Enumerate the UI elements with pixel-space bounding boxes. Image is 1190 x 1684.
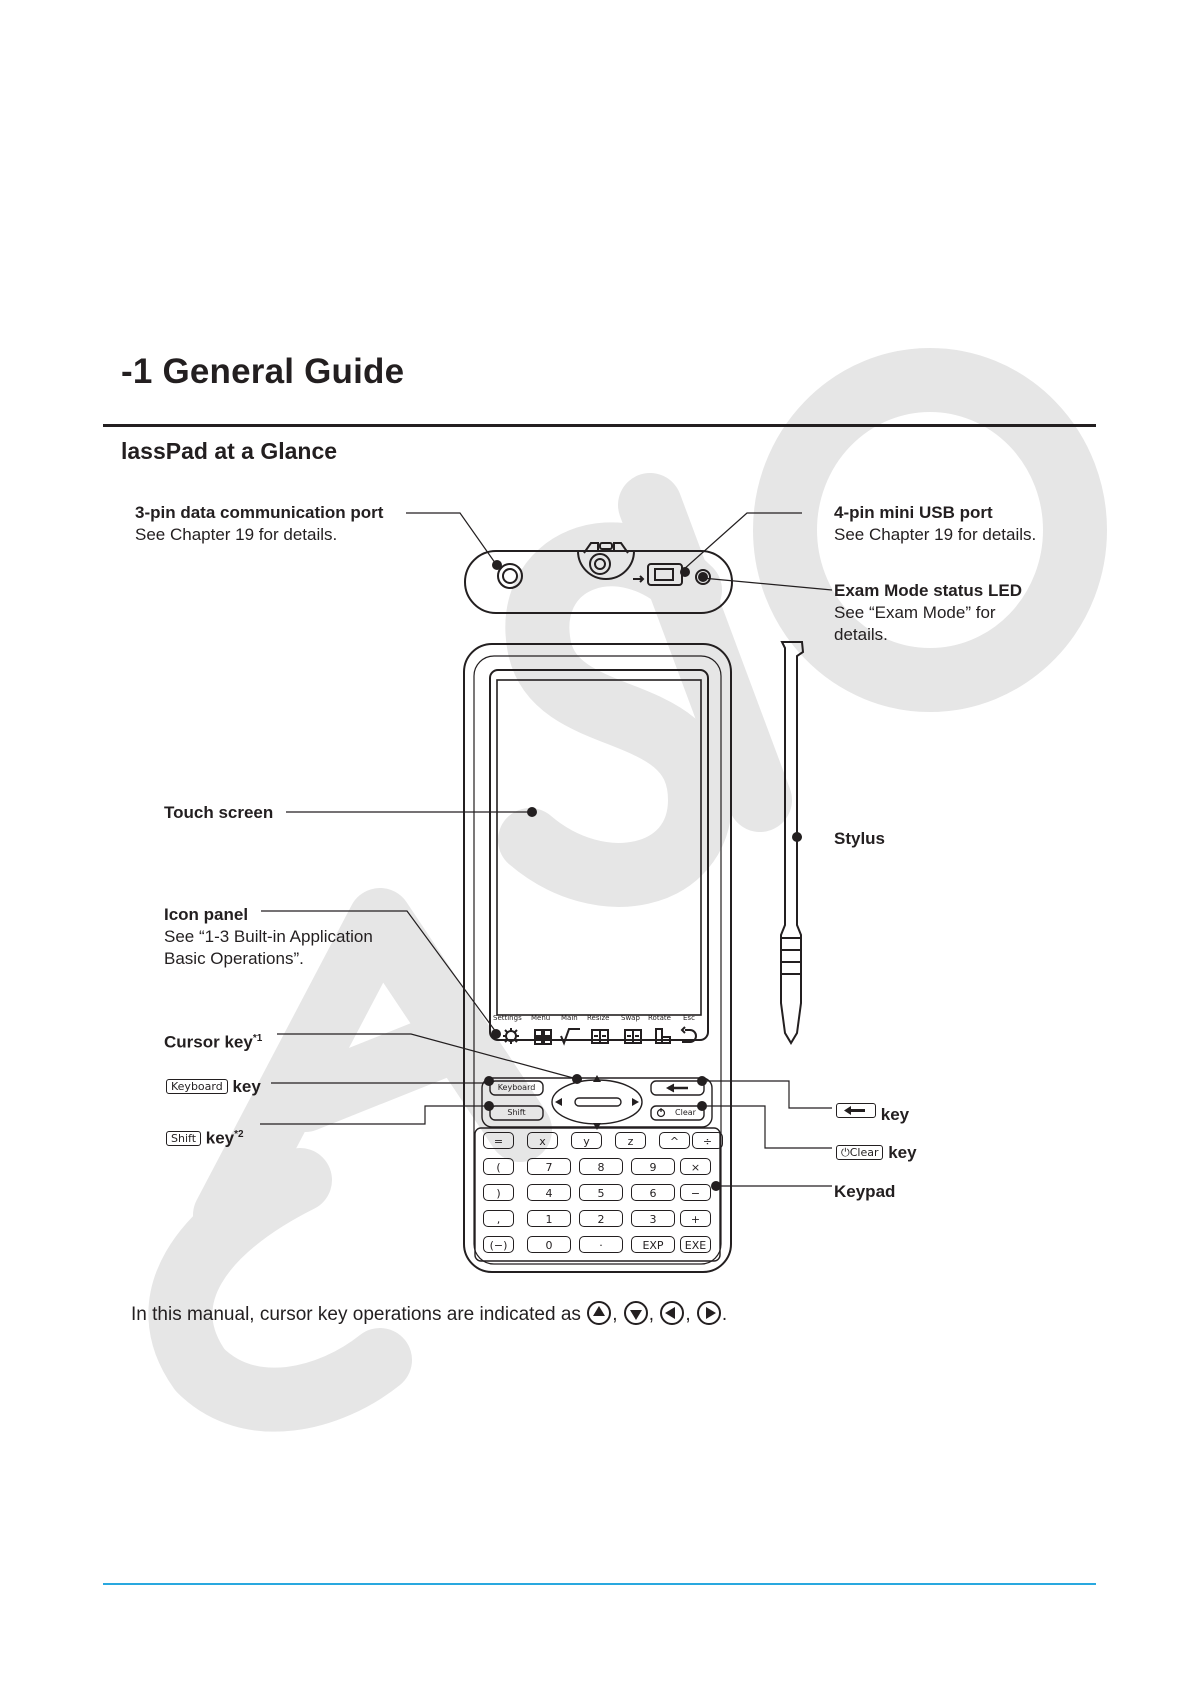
label-stylus-title: Stylus [834, 829, 886, 848]
label-keypad: Keypad [834, 1181, 895, 1203]
label-keyboard-key: Keyboard key [166, 1076, 261, 1098]
label-cursor-title: Cursor key [164, 1032, 253, 1052]
label-keypad-title: Keypad [834, 1182, 896, 1201]
keypad-key[interactable]: 0 [527, 1236, 571, 1253]
cursor-note-text: In this manual, cursor key operations ar… [131, 1304, 581, 1325]
cursor-note-sep-2: , [648, 1304, 655, 1325]
keypad-key[interactable]: (−) [483, 1236, 514, 1253]
label-led-desc-2: details. [834, 625, 888, 644]
shift-key[interactable]: Shift [507, 1108, 526, 1117]
keypad-key[interactable]: x [527, 1132, 558, 1149]
keypad-key[interactable]: = [483, 1132, 514, 1149]
label-icon-desc-2: Basic Operations”. [164, 949, 304, 968]
icon-label-esc[interactable]: Esc [683, 1014, 695, 1022]
icon-label-rotate[interactable]: Rotate [648, 1014, 671, 1022]
label-usb-port: 4-pin mini USB port See Chapter 19 for d… [834, 502, 1036, 546]
keypad-key[interactable]: z [615, 1132, 646, 1149]
label-exam-led: Exam Mode status LED See “Exam Mode” for… [834, 580, 1022, 646]
icon-label-resize[interactable]: Resize [587, 1014, 610, 1022]
cursor-up-icon [587, 1301, 612, 1325]
keypad-key[interactable]: y [571, 1132, 602, 1149]
keypad-key[interactable]: 2 [579, 1210, 623, 1227]
cursor-note-end: . [721, 1304, 728, 1325]
keypad-key[interactable]: ÷ [692, 1132, 723, 1149]
label-backspace-word: key [880, 1105, 910, 1124]
label-icon-panel: Icon panel See “1-3 Built-in Application… [164, 904, 373, 970]
keypad-key[interactable]: 6 [631, 1184, 675, 1201]
keypad-key[interactable]: , [483, 1210, 514, 1227]
cursor-left-icon [660, 1301, 685, 1325]
footnote-ref-1: *1 [252, 1033, 263, 1044]
label-backspace-key: key [836, 1103, 909, 1126]
keypad-key[interactable]: ) [483, 1184, 514, 1201]
keypad-key[interactable]: − [680, 1184, 711, 1201]
leader-lines [260, 512, 833, 1187]
section-heading: lassPad at a Glance [121, 438, 338, 464]
cursor-note-sep-1: , [612, 1304, 618, 1325]
keypad-key[interactable]: EXP [631, 1236, 675, 1253]
keypad-key[interactable]: 9 [631, 1158, 675, 1175]
keypad-key[interactable]: ( [483, 1158, 514, 1175]
icon-label-main[interactable]: Main [561, 1014, 578, 1022]
keypad-key[interactable]: 5 [579, 1184, 623, 1201]
label-cursor-key: Cursor key*1 [164, 1028, 262, 1054]
icon-label-menu[interactable]: Menu [531, 1014, 551, 1022]
keypad-key[interactable]: 4 [527, 1184, 571, 1201]
keypad-key[interactable]: ^ [659, 1132, 690, 1149]
label-icon-title: Icon panel [164, 905, 249, 924]
cursor-note: In this manual, cursor key operations ar… [131, 1300, 727, 1326]
keypad-key[interactable]: EXE [680, 1236, 711, 1253]
power-icon: ⏻ [841, 1146, 850, 1159]
page-title: -1 General Guide [121, 352, 405, 391]
cursor-down-icon [623, 1301, 648, 1325]
clear-keycap: ⏻Clear [836, 1145, 884, 1160]
device-top-view [464, 542, 733, 614]
keyboard-key[interactable]: Keyboard [497, 1083, 536, 1092]
keypad-key[interactable]: 1 [527, 1210, 571, 1227]
keyboard-keycap: Keyboard [166, 1079, 228, 1094]
keypad-key[interactable]: · [579, 1236, 623, 1253]
label-icon-desc-1: See “1-3 Built-in Application [164, 927, 373, 946]
cursor-note-sep-3: , [685, 1304, 691, 1325]
keypad-key[interactable]: × [680, 1158, 711, 1175]
icon-panel: Settings Menu Main Resize Swap Rotate Es… [490, 1014, 705, 1026]
clear-keycap-text: Clear [849, 1146, 879, 1159]
label-touch-screen: Touch screen [164, 802, 273, 824]
icon-label-swap[interactable]: Swap [621, 1014, 640, 1022]
keypad-key[interactable]: 8 [579, 1158, 623, 1175]
label-shift-key: Shift key*2 [166, 1124, 244, 1150]
label-3pin-desc: See Chapter 19 for details. [135, 525, 338, 544]
label-keyboard-word: key [232, 1077, 261, 1096]
cursor-right-icon [696, 1301, 721, 1325]
footer-rule [103, 1583, 1096, 1585]
backspace-keycap [836, 1103, 876, 1118]
label-usb-desc: See Chapter 19 for details. [834, 525, 1037, 544]
keypad-key[interactable]: + [680, 1210, 711, 1227]
label-stylus: Stylus [834, 828, 885, 850]
shift-keycap: Shift [166, 1130, 202, 1146]
callout-dots [484, 560, 802, 1191]
label-touch-title: Touch screen [164, 803, 274, 822]
label-led-desc-1: See “Exam Mode” for [834, 603, 996, 622]
keypad-key[interactable]: 7 [527, 1158, 571, 1175]
stylus-drawing [780, 641, 805, 1045]
label-clear-word: key [888, 1143, 917, 1162]
title-rule [103, 424, 1096, 427]
label-led-title: Exam Mode status LED [834, 581, 1022, 600]
keypad-key[interactable]: 3 [631, 1210, 675, 1227]
backspace-icon [844, 1106, 865, 1115]
icon-label-settings[interactable]: Settings [493, 1014, 522, 1022]
footnote-ref-2: *2 [234, 1129, 244, 1140]
label-shift-word: key [205, 1128, 235, 1148]
label-3pin-port: 3-pin data communication port See Chapte… [135, 502, 383, 546]
label-clear-key: ⏻Clear key [836, 1142, 917, 1164]
label-3pin-title: 3-pin data communication port [135, 503, 384, 522]
clear-key[interactable]: Clear [675, 1108, 696, 1117]
label-usb-title: 4-pin mini USB port [834, 503, 993, 522]
